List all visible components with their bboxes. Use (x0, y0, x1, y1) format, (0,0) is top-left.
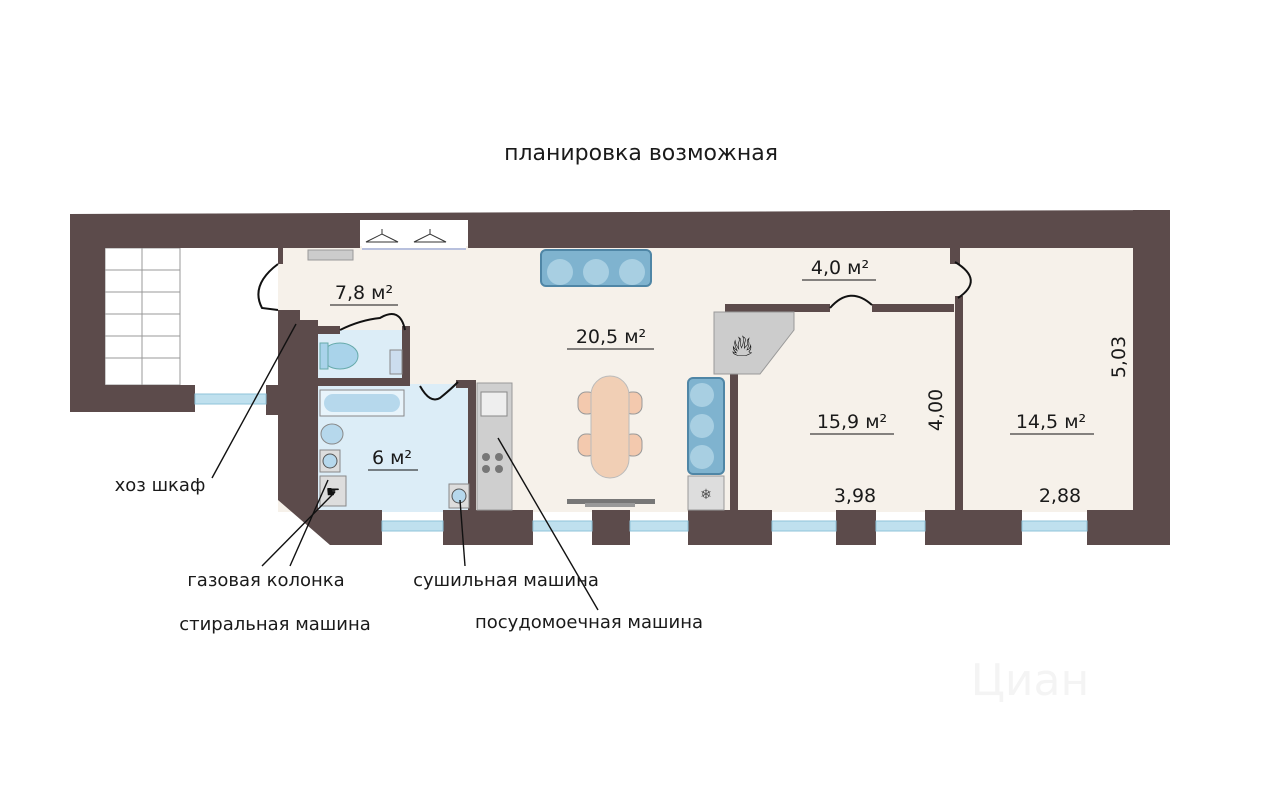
bathroom-door[interactable] (419, 381, 459, 401)
windows (194, 393, 1088, 532)
fridge: ❄ (687, 475, 725, 511)
area-corridor: 4,0 м² (811, 257, 869, 279)
kitchen-counter (476, 382, 513, 511)
washing-machine (319, 449, 341, 473)
bath-sink (320, 423, 344, 445)
tv-stand (567, 499, 655, 507)
bedroom1-door[interactable] (829, 294, 873, 309)
label-dryer: сушильная машина (413, 570, 599, 591)
label-utility-closet: хоз шкаф (115, 475, 206, 496)
gas-heater: ☛ (319, 475, 347, 507)
fireplace: 🔥︎ (713, 311, 795, 375)
dim-bedroom2-width: 2,88 (1039, 485, 1081, 507)
watermark: Циан (971, 655, 1090, 706)
dining-table (577, 375, 643, 479)
staircase (104, 247, 181, 386)
area-bath: 6 м² (372, 447, 412, 469)
label-gas-heater: газовая колонка (187, 570, 344, 591)
area-hall: 7,8 м² (335, 282, 393, 304)
dim-bedroom1-width: 3,98 (834, 485, 876, 507)
shoe-cabinet (307, 249, 354, 261)
label-washer: стиральная машина (179, 614, 371, 635)
area-bedroom1: 15,9 м² (817, 411, 887, 433)
sofa-side (687, 377, 725, 475)
sofa-top (540, 249, 652, 287)
toilet-door[interactable] (339, 313, 406, 331)
dim-bedroom2-depth: 5,03 (1108, 336, 1130, 378)
entrance-door[interactable] (257, 263, 279, 311)
svg-text:❄: ❄ (700, 487, 712, 503)
callout-arrows (211, 323, 599, 611)
label-dishwasher: посудомоечная машина (475, 612, 703, 633)
toilet (319, 342, 359, 370)
area-living: 20,5 м² (576, 326, 646, 348)
dim-bedroom1-depth: 4,00 (925, 389, 947, 431)
flame-icon: 🔥︎ (731, 329, 753, 364)
dryer (448, 483, 470, 509)
wardrobe (362, 222, 466, 250)
plan-title: планировка возможная (504, 141, 778, 166)
walls (70, 210, 1170, 545)
sink-small (389, 349, 403, 375)
svg-text:☛: ☛ (326, 482, 340, 501)
bathtub (319, 389, 405, 417)
bedroom2-door[interactable] (954, 261, 972, 299)
area-bedroom2: 14,5 м² (1016, 411, 1086, 433)
